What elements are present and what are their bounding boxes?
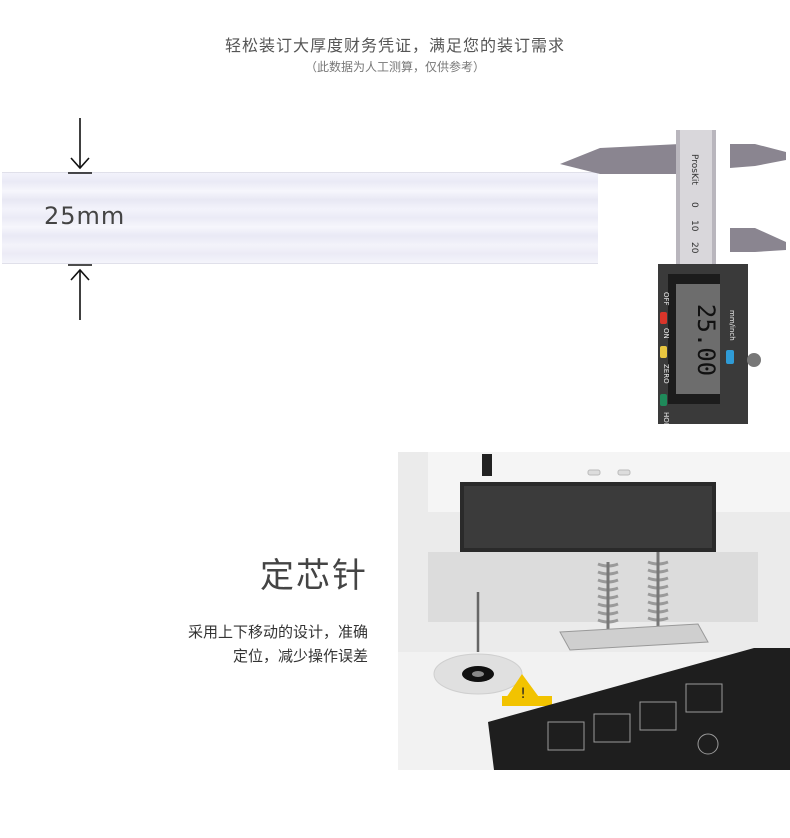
caliper-tick-20: 20 (689, 242, 699, 254)
caliper-zero-button (660, 346, 667, 358)
caliper-on-label: ON (662, 328, 670, 339)
svg-text:!: ! (520, 686, 526, 702)
caliper-hold-label: HOLD (662, 412, 670, 424)
binding-machine-image: ! (398, 452, 790, 770)
digital-caliper-image: 25.00 ProsKit 0 10 20 OFF ON ZERO HOLD m… (560, 130, 786, 424)
page-title: 轻松装订大厚度财务凭证，满足您的装订需求 (224, 36, 565, 55)
caliper-unit-button (726, 350, 734, 364)
caliper-off-label: OFF (662, 292, 670, 306)
caliper-zero-label: ZERO (662, 364, 670, 384)
caliper-brand: ProsKit (689, 154, 699, 185)
caliper-unit-label: mm/inch (728, 310, 736, 341)
caliper-display-value: 25.00 (692, 304, 720, 376)
caliper-tick-0: 0 (689, 202, 699, 208)
arrow-up-icon (68, 264, 92, 320)
caliper-tick-10: 10 (689, 220, 699, 232)
data-disclaimer: （此数据为人工测算，仅供参考） (304, 60, 485, 74)
thickness-label: 25mm (44, 202, 126, 230)
paper-stack-image (2, 173, 598, 263)
caliper-off-button (660, 312, 667, 324)
pin-desc-line-1: 采用上下移动的设计，准确 (187, 623, 368, 641)
pin-feature-description: 采用上下移动的设计，准确 定位，减少操作误差 (0, 620, 368, 668)
pin-desc-line-2: 定位，减少操作误差 (232, 647, 368, 665)
caliper-hold-button (660, 394, 667, 406)
arrow-down-icon (68, 118, 92, 174)
pin-feature-title: 定芯针 (260, 556, 368, 596)
